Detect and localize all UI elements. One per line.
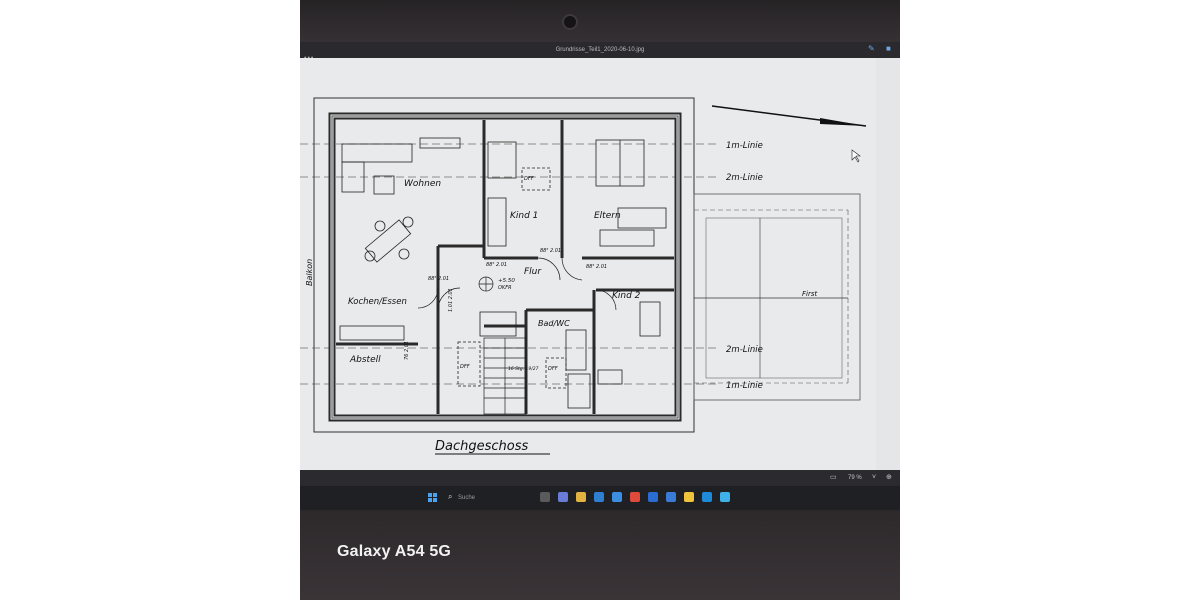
dff-label-3: DFF — [548, 366, 558, 372]
app-icon[interactable] — [720, 492, 730, 502]
level-line-2m-bottom: 2m-Linie — [726, 345, 763, 355]
dff-label-1: DFF — [524, 176, 534, 182]
room-label-flur: Flur — [524, 267, 542, 277]
window-titlebar: Grundrisse_Teil1_2020-06-10.jpg ✎ ■ — [300, 42, 900, 58]
level-line-1m-bottom: 1m-Linie — [726, 381, 763, 391]
dff-label-2: DFF — [460, 364, 470, 370]
room-label-abstell: Abstell — [349, 355, 381, 365]
edge-icon[interactable] — [594, 492, 604, 502]
webcam-icon — [562, 14, 578, 30]
furniture — [339, 137, 667, 409]
window-title: Grundrisse_Teil1_2020-06-10.jpg — [555, 47, 645, 53]
room-label-balkon: Balkon — [305, 259, 314, 286]
store-icon[interactable] — [612, 492, 622, 502]
file-explorer-icon[interactable] — [576, 492, 586, 502]
stairs-label: 16 Stg. 19/27 — [508, 366, 539, 372]
dim-door-kochen: 1.01 2.01 — [448, 288, 454, 312]
outlook-icon[interactable] — [648, 492, 658, 502]
roof-label-first: First — [802, 290, 817, 298]
roof-outline — [693, 193, 861, 401]
camera-watermark: Galaxy A54 5G — [337, 543, 452, 560]
viewer-side-margin — [876, 58, 900, 470]
door-swings — [417, 257, 617, 311]
room-label-kochen: Kochen/Essen — [348, 297, 407, 307]
viewer-statusbar: ▭ 79 % ˅ ⊕ — [300, 470, 900, 486]
search-icon: ⌕ — [448, 492, 453, 501]
stairs — [483, 337, 527, 415]
room-label-kind2: Kind 2 — [612, 291, 641, 301]
dim-door-kind1: 88⁵ 2.01 — [540, 248, 561, 254]
taskbar-search[interactable]: ⌕ Suche — [444, 491, 524, 505]
task-view-icon[interactable] — [540, 492, 550, 502]
level-line-1m-top: 1m-Linie — [726, 141, 763, 151]
share-icon[interactable]: ■ — [886, 44, 891, 53]
room-label-wohnen: Wohnen — [404, 179, 441, 189]
laptop-screen: Grundrisse_Teil1_2020-06-10.jpg ✎ ■ ••• — [300, 42, 900, 510]
floor-title: Dachgeschoss — [435, 439, 528, 454]
chrome-icon[interactable] — [630, 492, 640, 502]
fit-to-window-icon[interactable]: ▭ — [830, 474, 837, 481]
floor-plan-drawing: Wohnen Kind 1 Eltern Flur Kochen/Essen K… — [300, 97, 867, 455]
laptop-bezel-top — [300, 0, 900, 42]
windows-start-icon[interactable] — [428, 493, 438, 503]
room-label-bad: Bad/WC — [538, 319, 570, 328]
image-viewer-canvas[interactable]: Wohnen Kind 1 Eltern Flur Kochen/Essen K… — [300, 58, 876, 470]
windows-taskbar: ⌕ Suche — [300, 486, 900, 510]
dim-door-bad: 88⁵ 2.01 — [428, 276, 449, 282]
search-placeholder: Suche — [458, 495, 476, 501]
photo-frame: Grundrisse_Teil1_2020-06-10.jpg ✎ ■ ••• — [300, 0, 900, 600]
room-label-kind1: Kind 1 — [510, 211, 538, 221]
room-label-eltern: Eltern — [594, 211, 621, 221]
word-icon[interactable] — [666, 492, 676, 502]
height-marker-sub: OKFR — [498, 285, 512, 291]
level-line-2m-top: 2m-Linie — [726, 173, 763, 183]
laptop-bezel-bottom — [300, 510, 900, 600]
dim-door-abstell: 76 2.01 — [404, 341, 410, 360]
zoom-level[interactable]: 79 % — [848, 475, 862, 481]
dim-door-eltern: 88⁵ 2.01 — [586, 264, 607, 270]
teams-icon[interactable] — [558, 492, 568, 502]
chevron-down-icon[interactable]: ˅ — [872, 474, 877, 481]
folder-icon[interactable] — [684, 492, 694, 502]
height-marker: +5.50 — [498, 278, 515, 284]
photos-icon[interactable] — [702, 492, 712, 502]
edit-icon[interactable]: ✎ — [868, 44, 875, 53]
mouse-cursor-icon — [851, 149, 861, 163]
dim-door-flur: 88⁵ 2.01 — [486, 262, 507, 268]
zoom-icon[interactable]: ⊕ — [886, 474, 892, 481]
